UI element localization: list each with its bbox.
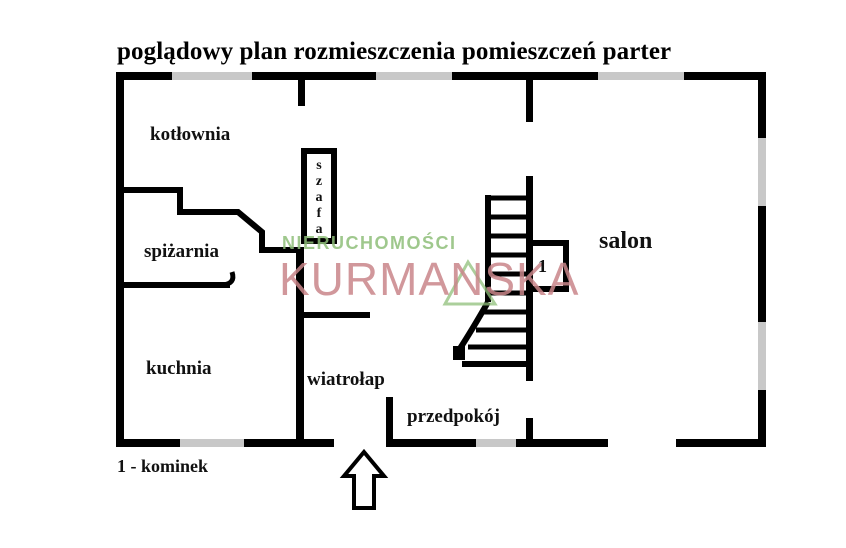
window: [376, 72, 452, 80]
wardrobe-letter: f: [316, 206, 322, 221]
logo-mark: [442, 259, 498, 306]
wardrobe-letter: s: [316, 158, 322, 173]
left-wall: [116, 72, 124, 447]
wall: [526, 418, 533, 442]
plan-title: poglądowy plan rozmieszczenia pomieszcze…: [117, 38, 672, 65]
wall: [177, 187, 183, 213]
wall: [386, 397, 393, 443]
window: [598, 72, 684, 80]
bottom-wall-right: [676, 439, 766, 447]
pantry-door-arc: [221, 271, 236, 288]
room-label-przedpokoj: przedpokój: [407, 406, 500, 427]
wall: [296, 250, 304, 440]
legend: 1 - kominek: [117, 456, 209, 476]
pantry-wall: [177, 209, 304, 253]
window: [172, 72, 252, 80]
room-label-spizarnia: spiżarnia: [144, 241, 219, 262]
room-label-wiatrolap: wiatrołap: [307, 369, 385, 390]
stair-curve: [456, 300, 491, 352]
windows: [172, 72, 766, 447]
stair-newel: [453, 346, 465, 360]
window: [476, 439, 516, 447]
room-label-salon: salon: [599, 228, 653, 254]
wardrobe-letter: a: [315, 190, 323, 205]
wardrobe-label: s z a f a: [311, 158, 327, 238]
wall: [298, 80, 305, 106]
window: [758, 322, 766, 390]
wardrobe-letter: z: [315, 174, 323, 189]
watermark-top: NIERUCHOMOŚCI: [282, 233, 457, 253]
right-wall: [758, 72, 766, 447]
wall: [124, 187, 180, 193]
wall: [526, 80, 533, 122]
fireplace-marker: 1: [538, 256, 547, 276]
room-label-kotlownia: kotłownia: [150, 124, 231, 145]
wall: [124, 282, 230, 288]
window: [758, 138, 766, 206]
fireplace: [527, 240, 569, 292]
watermark-main: KURMANSKA: [279, 253, 580, 305]
wardrobe: [301, 148, 337, 244]
staircase: [453, 195, 530, 367]
up-arrow-icon: [339, 448, 389, 510]
room-label-kuchnia: kuchnia: [146, 358, 212, 379]
wall: [304, 312, 370, 318]
wardrobe-letter: a: [315, 222, 323, 237]
window: [180, 439, 244, 447]
